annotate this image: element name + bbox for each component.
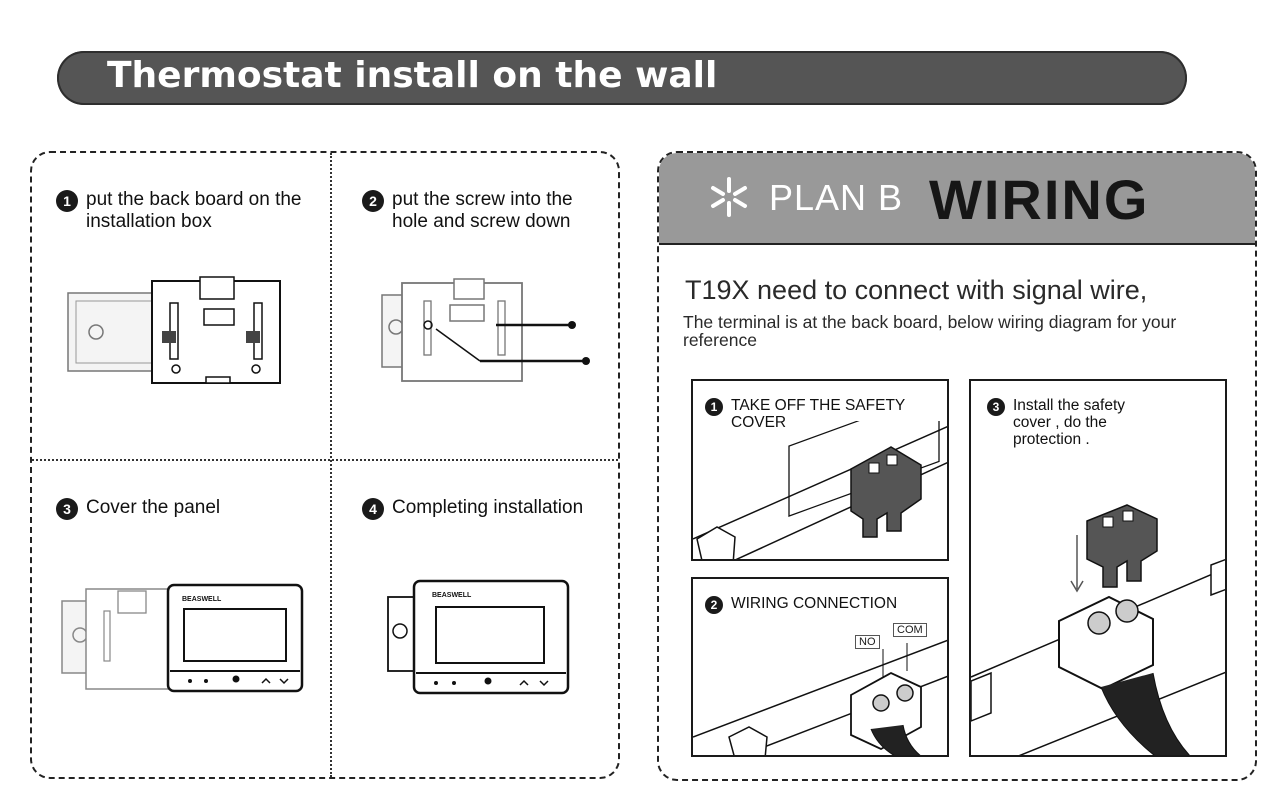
screw-install-illustration	[381, 278, 590, 382]
terminal-no-label: NO	[855, 635, 880, 649]
step-number: 3	[56, 498, 78, 520]
wiring-description-title: T19X need to connect with signal wire,	[685, 275, 1148, 305]
install-step-3: 3 Cover the panel	[56, 497, 306, 520]
device-brand-text: BEASWELL	[432, 592, 472, 599]
wiring-connection-illustration	[693, 639, 947, 755]
completed-install-illustration: BEASWELL	[387, 579, 570, 695]
install-cover-illustration	[971, 504, 1225, 755]
title-banner: Thermostat install on the wall	[57, 51, 1187, 105]
step-number: 2	[362, 190, 384, 212]
step-number: 4	[362, 498, 384, 520]
step-text: Cover the panel	[86, 497, 221, 518]
wiring-step-3: 3 Install the safety cover , do the prot…	[987, 397, 1157, 448]
wiring-description-text: The terminal is at the back board, below…	[683, 312, 1177, 350]
device-brand-text: BEASWELL	[182, 596, 222, 603]
step-number: 2	[705, 596, 723, 614]
asterisk-icon	[711, 177, 747, 217]
wiring-step-2: 2 WIRING CONNECTION	[705, 595, 935, 614]
step-number: 1	[705, 398, 723, 416]
wiring-step-2-box: 2 WIRING CONNECTION NO COM	[691, 577, 949, 757]
step-text: put the back board on the installation b…	[86, 189, 302, 232]
step-text: put the screw into the hole and screw do…	[392, 189, 573, 232]
step-number: 1	[56, 190, 78, 212]
remove-cover-illustration	[693, 421, 947, 559]
terminal-com-label: COM	[893, 623, 927, 637]
cover-panel-illustration: BEASWELL	[61, 583, 304, 693]
step-text: Install the safety cover , do the protec…	[1013, 397, 1126, 448]
wiring-step-3-box: 3 Install the safety cover , do the prot…	[969, 379, 1227, 757]
vertical-divider	[330, 153, 332, 777]
install-step-4: 4 Completing installation	[362, 497, 612, 520]
wiring-header: PLAN B WIRING	[659, 153, 1255, 245]
horizontal-divider	[32, 459, 618, 461]
wiring-step-1-box: 1 TAKE OFF THE SAFETY COVER	[691, 379, 949, 561]
wiring-panel: PLAN B WIRING T19X need to connect with …	[657, 151, 1257, 781]
plan-label: PLAN B	[769, 177, 904, 218]
step-text: Completing installation	[392, 497, 584, 518]
step-text: WIRING CONNECTION	[731, 595, 898, 612]
install-step-2: 2 put the screw into the hole and screw …	[362, 189, 612, 233]
step-number: 3	[987, 398, 1005, 416]
page-title: Thermostat install on the wall	[107, 55, 718, 96]
wiring-title: WIRING	[929, 168, 1150, 231]
install-step-1: 1 put the back board on the installation…	[56, 189, 306, 233]
wiring-step-1: 1 TAKE OFF THE SAFETY COVER	[705, 397, 935, 431]
backboard-on-box-illustration	[67, 276, 281, 384]
step-text: TAKE OFF THE SAFETY COVER	[731, 397, 905, 431]
install-steps-panel: 1 put the back board on the installation…	[30, 151, 620, 779]
